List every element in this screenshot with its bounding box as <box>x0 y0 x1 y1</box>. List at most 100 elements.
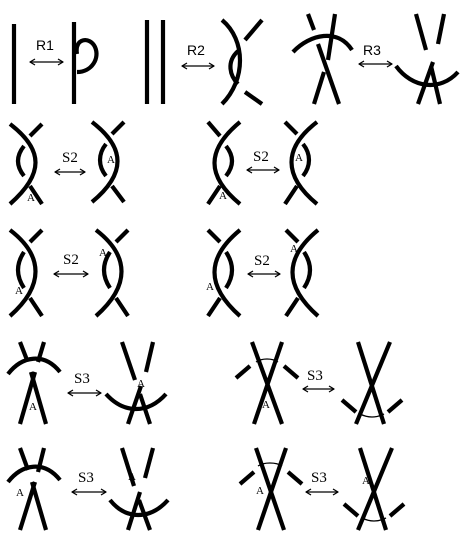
s3-3-arrowhead-left <box>71 488 78 496</box>
s2-2b-marker: A <box>295 152 303 164</box>
r3-move: R3 <box>291 13 460 105</box>
s2-1-marker: A <box>27 192 35 204</box>
s3-4-arc-left <box>238 470 256 486</box>
r2-arrowhead-right <box>208 62 215 70</box>
r3-top-arc <box>291 33 354 54</box>
s3-move-2: A S3 A <box>234 341 404 425</box>
s3-4b-strand-right <box>356 447 394 531</box>
s2-move-3: A S2 A <box>8 228 130 318</box>
s2-1-strand-a <box>8 122 38 206</box>
s2-3-arrowhead-left <box>53 270 60 278</box>
s3-1-top-arc <box>6 356 62 376</box>
s3-4-strand-right <box>256 447 288 531</box>
s3-3-label: S3 <box>78 470 94 486</box>
s2-2-label: S2 <box>253 149 269 165</box>
s2-3b-marker: A <box>99 247 107 259</box>
s2-3-label: S2 <box>63 252 79 268</box>
s3-4b-arc-right <box>388 502 406 518</box>
s2-4b-strand-b-top <box>284 228 300 244</box>
s2-2b-strand-b-top <box>283 120 299 136</box>
s3-2-arrowhead-left <box>302 385 309 393</box>
s3-1-arrowhead-left <box>67 389 74 397</box>
s2-2b-strand-b-mid <box>301 142 312 178</box>
r2-under-strand-c <box>243 90 264 106</box>
s3-3-marker: A <box>16 487 24 499</box>
s3-4-arrowhead-right <box>332 488 339 496</box>
s3-3b-marker: A <box>128 471 136 483</box>
r3-left-strand-a <box>306 13 316 31</box>
s3-1b-strand-right-b <box>126 385 143 425</box>
s3-2-label: S3 <box>307 368 323 384</box>
s3-1b-strand-right-a <box>143 341 156 373</box>
s2-4-arrowhead-right <box>274 270 281 278</box>
s2-1b-strand-b-top <box>110 120 126 136</box>
s2-2-arrowhead-left <box>246 166 253 174</box>
s3-2-arrowhead-right <box>328 385 335 393</box>
r3b-bottom-arc <box>394 64 460 87</box>
r2-over-strand <box>220 18 242 106</box>
s3-4-arrowhead-left <box>305 488 312 496</box>
s3-3-strand-right-b <box>17 481 38 531</box>
r2-move: R2 <box>144 18 264 106</box>
r2-under-strand-b <box>228 49 240 86</box>
s3-1-label: S3 <box>74 371 90 387</box>
s2-1b-marker: A <box>107 154 115 166</box>
s3-4-label: S3 <box>311 470 327 486</box>
r3-left-strand-b <box>316 43 341 105</box>
s2-1-arrowhead-right <box>79 168 86 176</box>
s3-2b-arc-dashed <box>359 413 385 418</box>
r1-move: R1 <box>11 22 99 104</box>
r1-arrowhead-right <box>57 58 64 66</box>
r1-kink-loop <box>74 38 99 75</box>
r2-label: R2 <box>187 42 205 58</box>
s2-1-arrowhead-left <box>54 168 61 176</box>
s3-3b-strand-right-b <box>125 491 143 531</box>
r2-under-strand-a <box>243 18 264 42</box>
s3-move-3: A S3 A <box>6 447 170 531</box>
s2-4-strand-a <box>212 228 242 318</box>
r3-label: R3 <box>363 42 381 58</box>
s3-2b-arc-left <box>340 398 358 414</box>
s3-2-strand-right <box>252 341 284 425</box>
s3-2b-arc-right <box>386 398 404 414</box>
s3-3-top-arc <box>6 464 62 484</box>
s2-2-strand-b-bot <box>206 184 222 206</box>
s2-2-arrowhead-right <box>273 166 280 174</box>
s3-4b-arc-left <box>342 502 360 518</box>
s2-4b-strand-b-mid <box>302 250 313 290</box>
s3-2-arc-right-a <box>282 364 300 380</box>
s3-4b-marker: A <box>362 475 370 487</box>
s3-2b-marker: A <box>368 383 376 395</box>
s2-4-strand-b-bot <box>206 296 222 318</box>
s2-1b-strand-b-mid <box>97 142 108 178</box>
r2-arrowhead-left <box>181 62 188 70</box>
s2-3-strand-b-mid <box>15 250 26 290</box>
r3-arrowhead-left <box>358 60 365 68</box>
s3-1-strand-left-a <box>18 341 29 361</box>
r1-arrowhead-left <box>29 58 36 66</box>
s2-move-2: A S2 A <box>206 120 319 206</box>
s3-3b-bottom-arc <box>108 498 170 517</box>
s2-1b-strand-a <box>90 120 120 204</box>
s3-3b-strand-left-a <box>119 447 137 487</box>
s2-3b-strand-b-mid <box>101 250 112 290</box>
s2-3b-strand-b-bot <box>114 296 130 318</box>
s2-2-strand-b-mid <box>224 144 235 178</box>
s3-4-marker: A <box>256 485 264 497</box>
s2-3-strand-a <box>8 228 38 318</box>
s2-2-strand-a <box>212 120 242 206</box>
s2-4-marker: A <box>206 281 214 293</box>
s2-2b-strand-a <box>289 120 319 206</box>
s3-4b-arc-dashed <box>361 517 387 522</box>
s3-1-marker: A <box>29 401 37 413</box>
s3-3-arrowhead-right <box>100 488 107 496</box>
s2-2b-strand-b-bot <box>283 184 299 206</box>
s3-1-arrowhead-right <box>95 389 102 397</box>
r3b-right-strand-a <box>435 13 447 45</box>
s2-1-label: S2 <box>62 150 78 166</box>
s3-1-strand-right-b <box>17 371 38 425</box>
s3-1b-strand-left-a <box>120 341 137 381</box>
s3-move-1: A S3 A <box>6 341 168 425</box>
s3-2-arc-left-a <box>234 364 252 380</box>
s2-4-arrowhead-left <box>247 270 254 278</box>
